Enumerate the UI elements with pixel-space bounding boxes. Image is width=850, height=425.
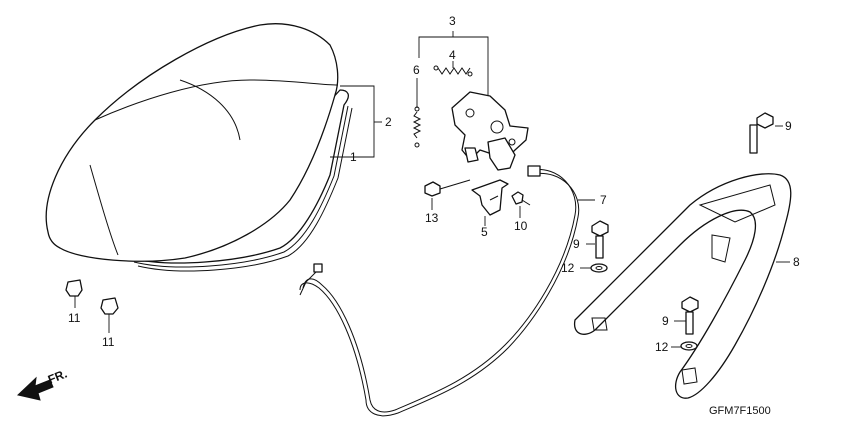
callout-3: 3	[449, 14, 456, 28]
rubber-11-left	[65, 279, 83, 297]
callout-6: 6	[413, 63, 420, 77]
leader-lines	[74, 31, 790, 348]
seat-lock-assembly	[451, 91, 529, 171]
bracket-5	[471, 179, 509, 216]
bolt-13	[424, 179, 471, 197]
callout-5: 5	[481, 225, 488, 239]
bolt-9-mid	[591, 220, 609, 259]
callout-8: 8	[793, 255, 800, 269]
callout-11-left: 11	[68, 311, 81, 325]
seat-assembly	[45, 23, 353, 272]
callout-1: 1	[350, 150, 357, 164]
callout-9-upper: 9	[785, 119, 792, 133]
callout-13: 13	[425, 211, 439, 225]
callout-9-lower: 9	[662, 314, 669, 328]
rubber-11-right	[100, 297, 119, 315]
spring-4	[433, 65, 473, 77]
callout-11-right: 11	[102, 335, 115, 349]
callout-12-upper: 12	[561, 261, 575, 275]
callout-9-mid: 9	[573, 237, 580, 251]
diagram-code: GFM7F1500	[709, 405, 771, 417]
spring-6	[412, 106, 422, 148]
callout-12-lower: 12	[655, 340, 669, 354]
callout-labels: 1 2 3 4 5 6 7 8 9 9 9 10 11 11 12 12 13	[68, 14, 800, 354]
rear-carrier	[573, 173, 792, 399]
callout-7: 7	[600, 193, 607, 207]
bolt-9-upper	[749, 112, 774, 154]
washer-12-upper	[590, 263, 608, 273]
callout-2: 2	[385, 115, 392, 129]
bolt-9-lower	[681, 296, 699, 335]
callout-4: 4	[449, 48, 456, 62]
washer-12-lower	[680, 341, 698, 351]
callout-10: 10	[514, 219, 528, 233]
front-direction-indicator: FR.	[16, 367, 69, 401]
screw-10	[511, 191, 531, 206]
arrow-left-icon	[16, 376, 54, 401]
seat-lock-cable	[299, 165, 580, 417]
direction-label: FR.	[46, 367, 69, 387]
